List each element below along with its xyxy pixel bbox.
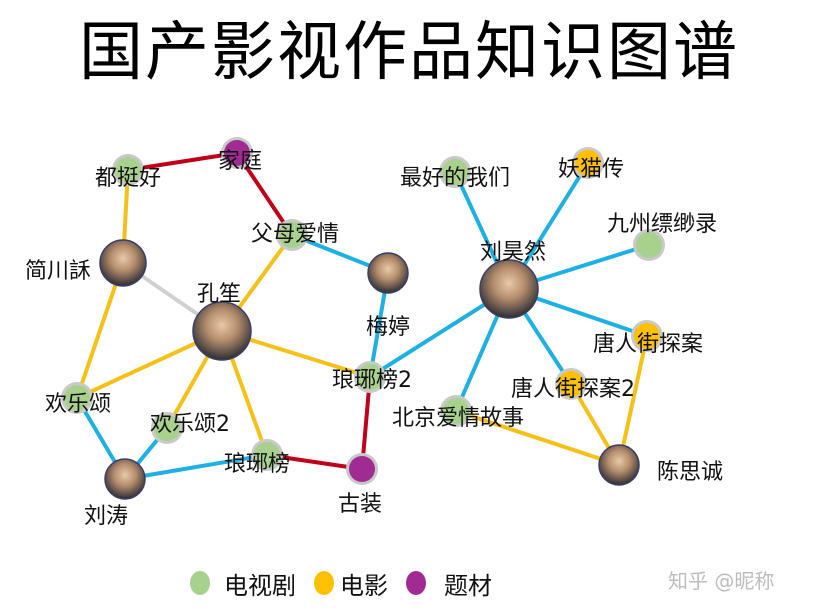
person-avatar-icon xyxy=(192,301,252,361)
tv-node-dot-icon xyxy=(154,415,180,441)
movie-node-dot-icon xyxy=(575,150,601,176)
node-guzhuang[interactable] xyxy=(346,453,378,485)
node-label: 九州缥缈录 xyxy=(607,212,717,237)
node-kongsheng[interactable] xyxy=(192,301,252,361)
node-jiating[interactable] xyxy=(221,137,253,169)
tv-node-dot-icon xyxy=(115,157,141,183)
tv-node-dot-icon xyxy=(636,232,662,258)
node-label: 孔笙 xyxy=(197,282,241,307)
node-zuihaodewomen[interactable] xyxy=(439,156,471,188)
node-label: 欢乐颂2 xyxy=(150,412,230,437)
legend-label: 题材 xyxy=(444,571,492,600)
node-layer xyxy=(61,137,665,500)
watermark: 知乎 @昵称 xyxy=(668,569,775,593)
node-langyabang[interactable] xyxy=(251,439,283,471)
edge-liutao-langyabang xyxy=(124,453,268,481)
node-meiting[interactable] xyxy=(367,252,409,294)
tv-node-dot-icon xyxy=(443,398,469,424)
genre-node-dot-icon xyxy=(349,456,375,482)
node-label: 北京爱情故事 xyxy=(392,406,524,431)
tv-node-dot-icon xyxy=(357,364,383,390)
node-tangrenjie2[interactable] xyxy=(555,368,587,400)
movie-dot-icon xyxy=(314,571,334,595)
person-avatar-icon xyxy=(99,239,147,287)
node-tangrenjie[interactable] xyxy=(631,320,663,352)
tv-node-dot-icon xyxy=(442,159,468,185)
genre-dot-icon xyxy=(406,571,426,595)
genre-node-dot-icon xyxy=(224,140,250,166)
node-label: 琅琊榜2 xyxy=(332,368,412,393)
legend-label: 电影 xyxy=(340,571,388,600)
node-yaomaozhuan[interactable] xyxy=(572,147,604,179)
node-label: 都挺好 xyxy=(95,166,161,191)
edge-langyabang-guzhuang xyxy=(266,453,363,471)
node-label: 古装 xyxy=(338,492,382,517)
person-avatar-icon xyxy=(598,444,640,486)
node-doutinghao[interactable] xyxy=(112,154,144,186)
node-chensicheng[interactable] xyxy=(598,444,640,486)
node-fumuaiqing[interactable] xyxy=(276,219,308,251)
legend-item-tv: 电视剧 xyxy=(190,566,296,601)
edge-jianchuanhe-huanlesong xyxy=(75,262,125,399)
node-label: 唐人街探案2 xyxy=(511,377,635,402)
node-langyabang2[interactable] xyxy=(354,361,386,393)
legend: 电视剧 电影 题材 xyxy=(190,565,510,601)
node-label: 妖猫传 xyxy=(558,157,624,182)
edge-doutinghao-jiating xyxy=(127,151,238,172)
node-liutao[interactable] xyxy=(104,458,146,500)
tv-dot-icon xyxy=(190,571,210,595)
node-label: 简川訸 xyxy=(25,259,91,284)
node-label: 最好的我们 xyxy=(400,166,510,191)
edge-jiating-fumuaiqing xyxy=(235,151,294,237)
node-label: 琅琊榜 xyxy=(224,452,290,477)
legend-item-movie: 电影 xyxy=(314,566,388,601)
node-jianchuanhe[interactable] xyxy=(99,239,147,287)
person-avatar-icon xyxy=(104,458,146,500)
node-label: 刘涛 xyxy=(84,504,128,529)
node-label: 梅婷 xyxy=(366,315,410,340)
movie-node-dot-icon xyxy=(634,323,660,349)
legend-item-genre: 题材 xyxy=(406,566,492,601)
node-huanlesong2[interactable] xyxy=(151,412,183,444)
node-label: 家庭 xyxy=(218,149,262,174)
node-beijingaiqing[interactable] xyxy=(440,395,472,427)
edge-beijingaiqing-chensicheng xyxy=(455,409,620,467)
node-huanlesong[interactable] xyxy=(61,382,93,414)
tv-node-dot-icon xyxy=(64,385,90,411)
legend-label: 电视剧 xyxy=(224,571,296,600)
tv-node-dot-icon xyxy=(254,442,280,468)
movie-node-dot-icon xyxy=(558,371,584,397)
page-title: 国产影视作品知识图谱 xyxy=(79,16,739,90)
edge-tangrenjie-chensicheng xyxy=(617,335,649,466)
node-liuhaoran[interactable] xyxy=(479,259,539,319)
node-label: 父母爱情 xyxy=(251,222,339,247)
node-label: 唐人街探案 xyxy=(593,332,703,357)
node-jiuzhou[interactable] xyxy=(633,229,665,261)
person-avatar-icon xyxy=(479,259,539,319)
node-label: 陈思诚 xyxy=(657,460,723,485)
node-label: 刘昊然 xyxy=(480,240,546,265)
person-avatar-icon xyxy=(367,252,409,294)
tv-node-dot-icon xyxy=(279,222,305,248)
node-label: 欢乐颂 xyxy=(45,392,111,417)
